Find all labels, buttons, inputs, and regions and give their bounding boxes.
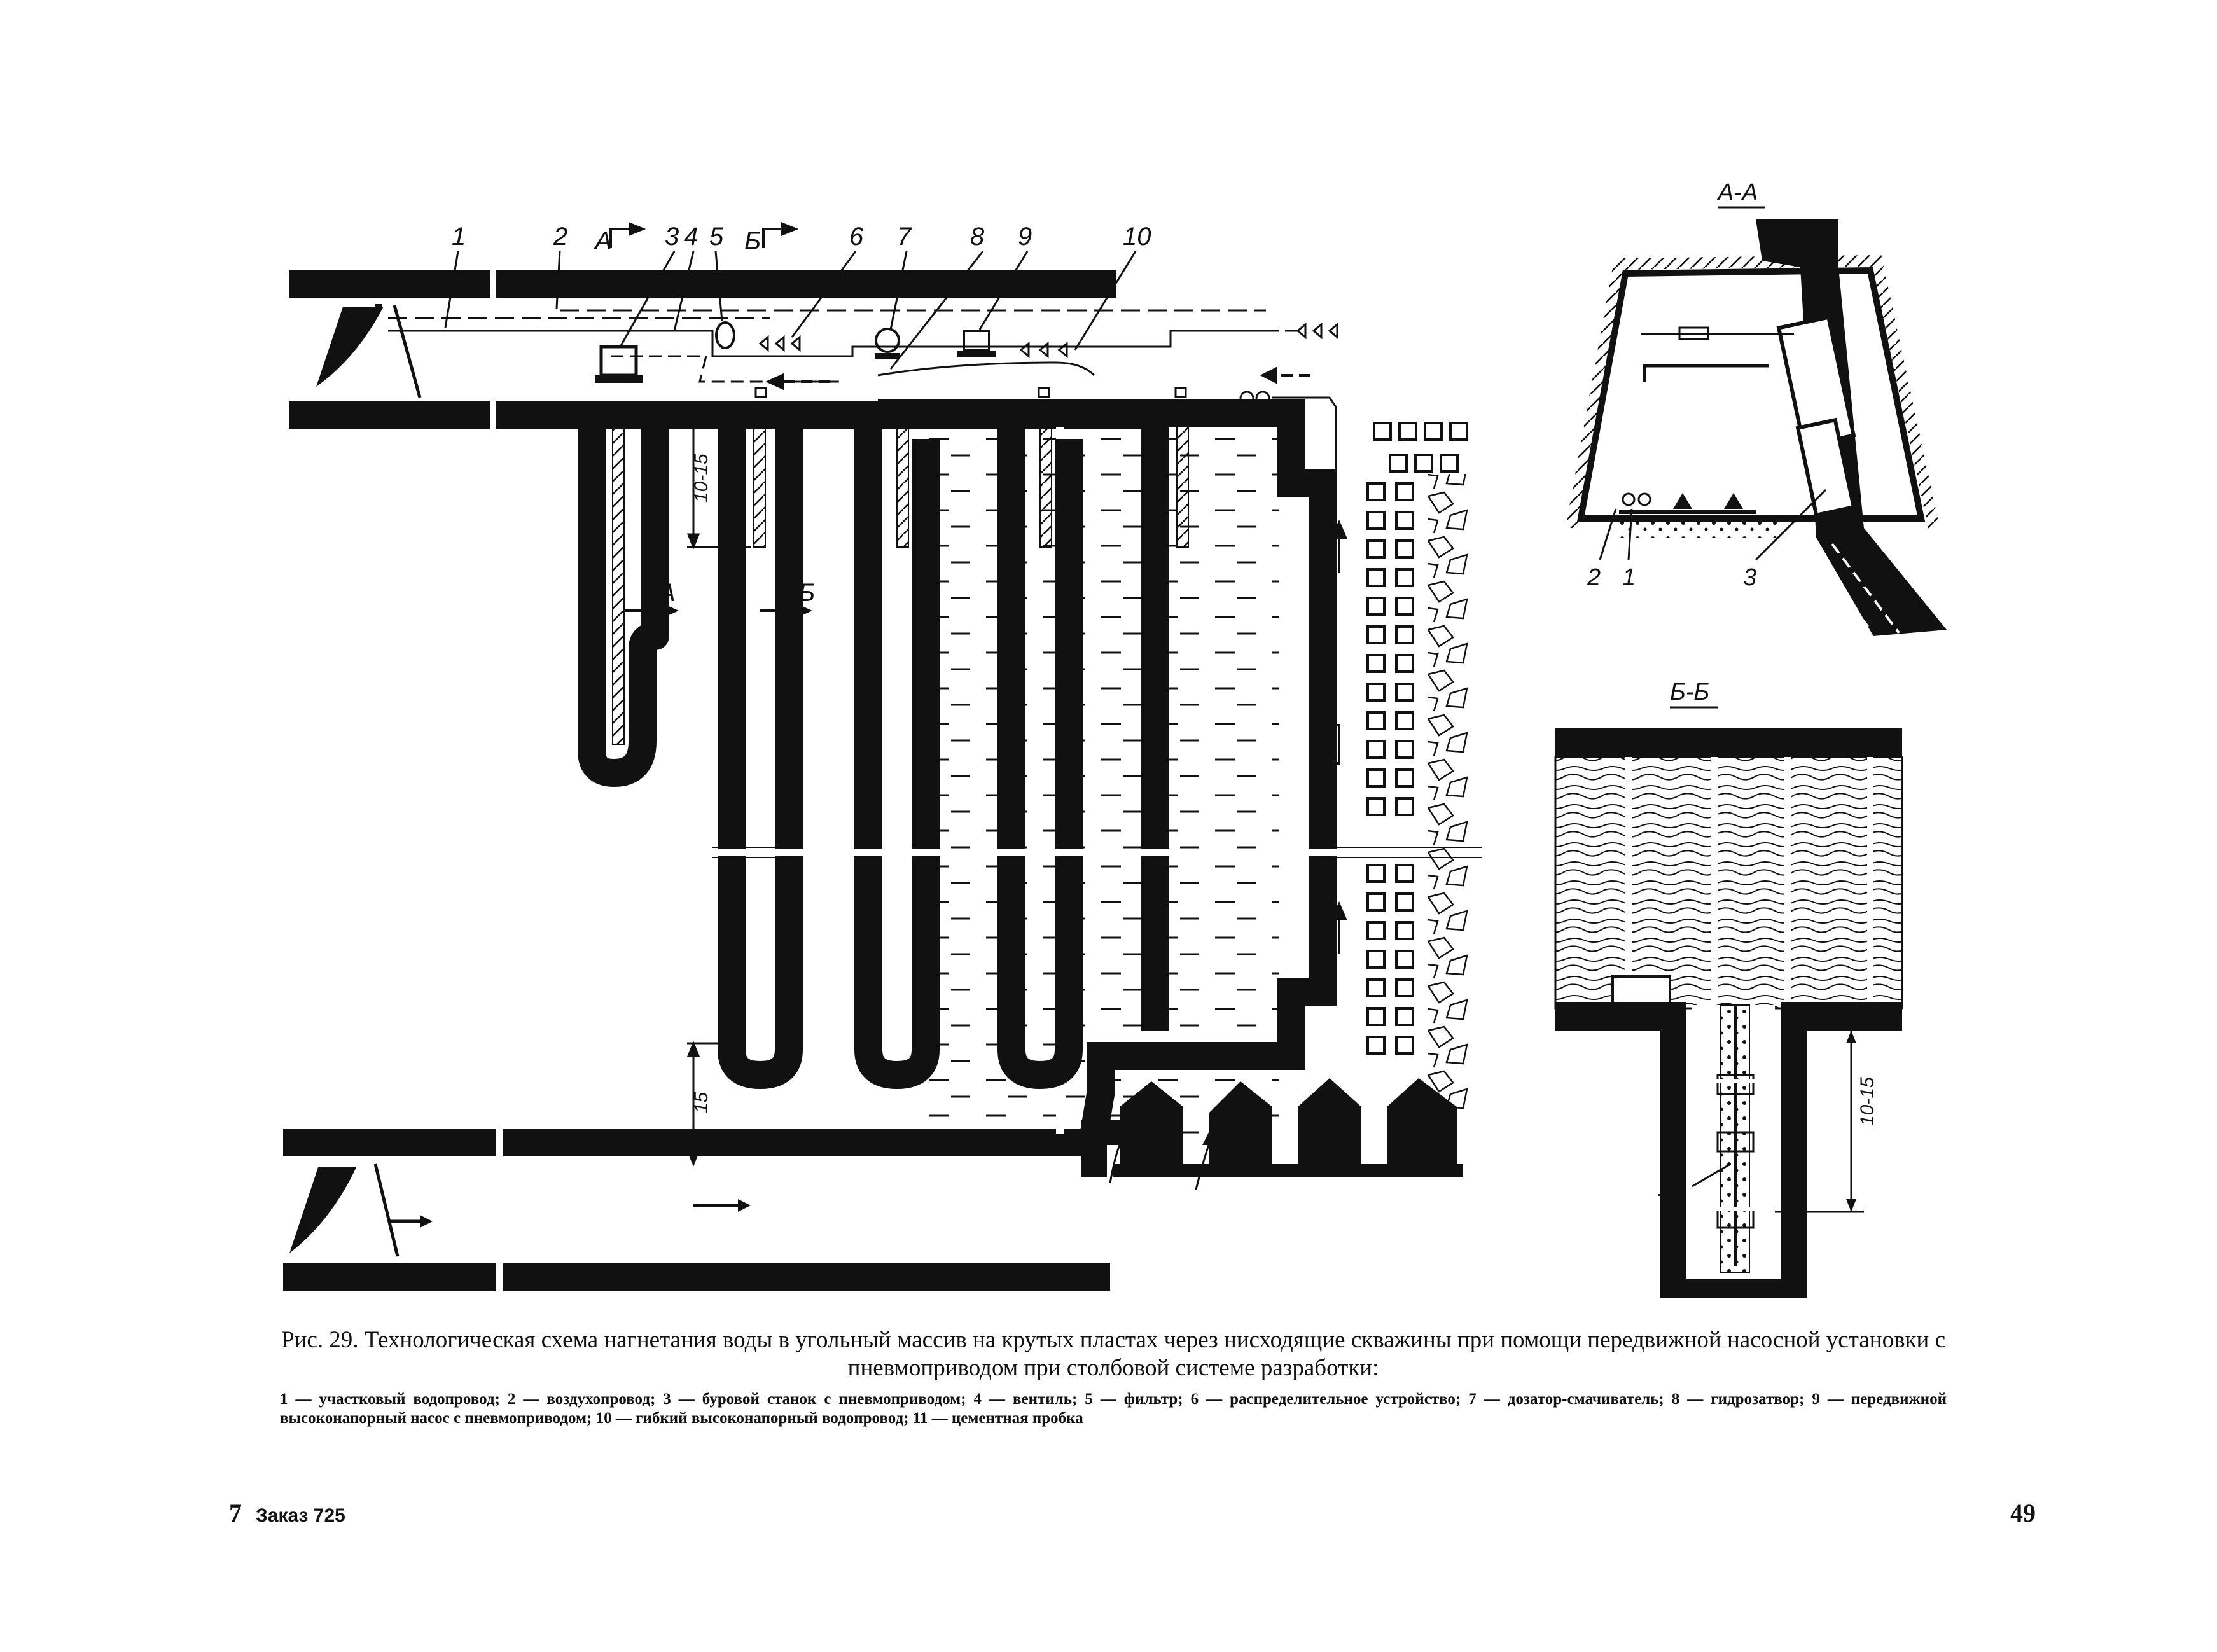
section-aa-title: А-А: [1716, 179, 1758, 206]
drill-rig-3: [599, 345, 638, 377]
label-2: 2: [553, 223, 567, 251]
bb-dim-10-15: 10-15: [1857, 1077, 1878, 1126]
plan-view: 1 2 3 4 5 6 7 8 9 10 А Б А Б 10-15 15: [283, 222, 1482, 1291]
distributor-6: [758, 335, 801, 352]
pump-9: [963, 330, 990, 351]
water-zone: [916, 427, 1279, 1134]
order-number: Заказ 725: [256, 1505, 345, 1526]
goaf-pillars: [1366, 422, 1468, 1055]
label-7: 7: [897, 223, 912, 251]
section-bb-title: Б-Б: [1670, 679, 1709, 705]
dosing-device-7: [875, 328, 900, 353]
section-mark-a-top: А: [594, 227, 612, 255]
drill-holes: [612, 419, 1189, 745]
section-aa: А-А 2 1 3: [1566, 179, 1947, 636]
bb-roof: [1555, 728, 1902, 757]
upper-drift-roof: [289, 270, 1116, 298]
aa-label-1: 1: [1622, 564, 1636, 591]
flow-arrows: [765, 366, 1348, 954]
lower-drift-support: [289, 1167, 356, 1253]
label-5: 5: [709, 223, 724, 251]
dim-15: 15: [691, 1092, 712, 1113]
label-10: 10: [1123, 223, 1151, 251]
bb-label-11: 11: [1657, 1175, 1682, 1202]
section-mark-a: А: [657, 579, 676, 607]
borehole-galleries: [578, 413, 1169, 1089]
section-markers: [609, 222, 812, 620]
aa-gallery-outline: [1577, 267, 1926, 522]
label-1: 1: [452, 223, 466, 251]
equipment: [595, 321, 1340, 765]
plan-labels: 1 2 3 4 5 6 7 8 9 10 А Б А Б 10-15 15: [452, 223, 1151, 1113]
label-8: 8: [970, 223, 985, 251]
section-mark-b-top: Б: [744, 227, 761, 255]
upper-drift-support: [316, 307, 384, 387]
label-3: 3: [665, 223, 679, 251]
dimension-lines: [686, 404, 751, 1167]
label-9: 9: [1018, 223, 1032, 251]
label-4: 4: [684, 223, 698, 251]
bb-coal: [1554, 756, 1903, 1010]
figure-caption: Рис. 29. Технологическая схема нагнетани…: [281, 1327, 1945, 1381]
dim-10-15: 10-15: [691, 454, 712, 503]
aa-label-2: 2: [1587, 564, 1601, 591]
aa-label-3: 3: [1743, 564, 1756, 591]
section-mark-b: Б: [798, 579, 815, 607]
leader-lines: [444, 251, 1137, 370]
sheet-number: 7: [229, 1499, 242, 1527]
page-number: 49: [2010, 1499, 2036, 1527]
footer-left: 7 Заказ 725: [229, 1498, 345, 1528]
goaf-rock: [1428, 474, 1470, 1110]
pipelines: [388, 309, 1337, 719]
section-bb: Б-Б 10-15 11: [1554, 679, 1903, 1298]
label-6: 6: [849, 223, 864, 251]
filter-5: [715, 321, 735, 349]
chutes: [1113, 1078, 1463, 1177]
lower-drift-floor: [283, 1263, 1110, 1291]
figure-legend: 1 — участковый водопровод; 2 — воздухопр…: [280, 1391, 1947, 1427]
